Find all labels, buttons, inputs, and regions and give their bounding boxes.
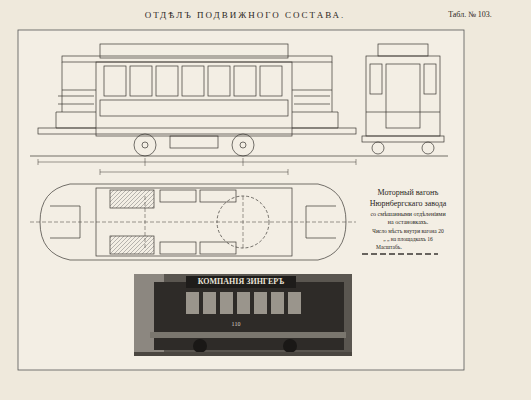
car-number: 110: [230, 321, 243, 328]
caption-line: Моторный вагонъ: [378, 188, 439, 197]
photo-window: [237, 292, 250, 314]
photo-window: [220, 292, 233, 314]
window-outline: [208, 66, 230, 96]
seat-count: Число мѣстъ внутри вагона 20: [372, 228, 443, 234]
window-outline: [130, 66, 152, 96]
window-outline: [156, 66, 178, 96]
window-outline: [104, 66, 126, 96]
photo-window: [186, 292, 199, 314]
window-outline: [260, 66, 282, 96]
photo-window: [288, 292, 301, 314]
caption-line: Нюрнбергскаго завода: [370, 199, 447, 208]
plate-number: Табл. № 103.: [448, 10, 492, 19]
plate-heading: ОТДѢЛЪ ПОДВИЖНОГО СОСТАВА.: [145, 10, 346, 20]
photo-window: [203, 292, 216, 314]
window-outline: [182, 66, 204, 96]
photo-sign: КОМПАНІЯ ЗИНГЕРЪ: [196, 277, 287, 286]
scale-label: Масштабъ.: [376, 244, 402, 250]
seat-count: „ „ на площадкахъ 16: [383, 236, 433, 242]
tram-photo: [134, 274, 352, 356]
photo-window: [271, 292, 284, 314]
caption-line: на остановкахъ.: [388, 219, 428, 226]
photo-window: [254, 292, 267, 314]
caption-line: со смѣшанными отдѣленіями: [370, 211, 445, 218]
window-outline: [234, 66, 256, 96]
